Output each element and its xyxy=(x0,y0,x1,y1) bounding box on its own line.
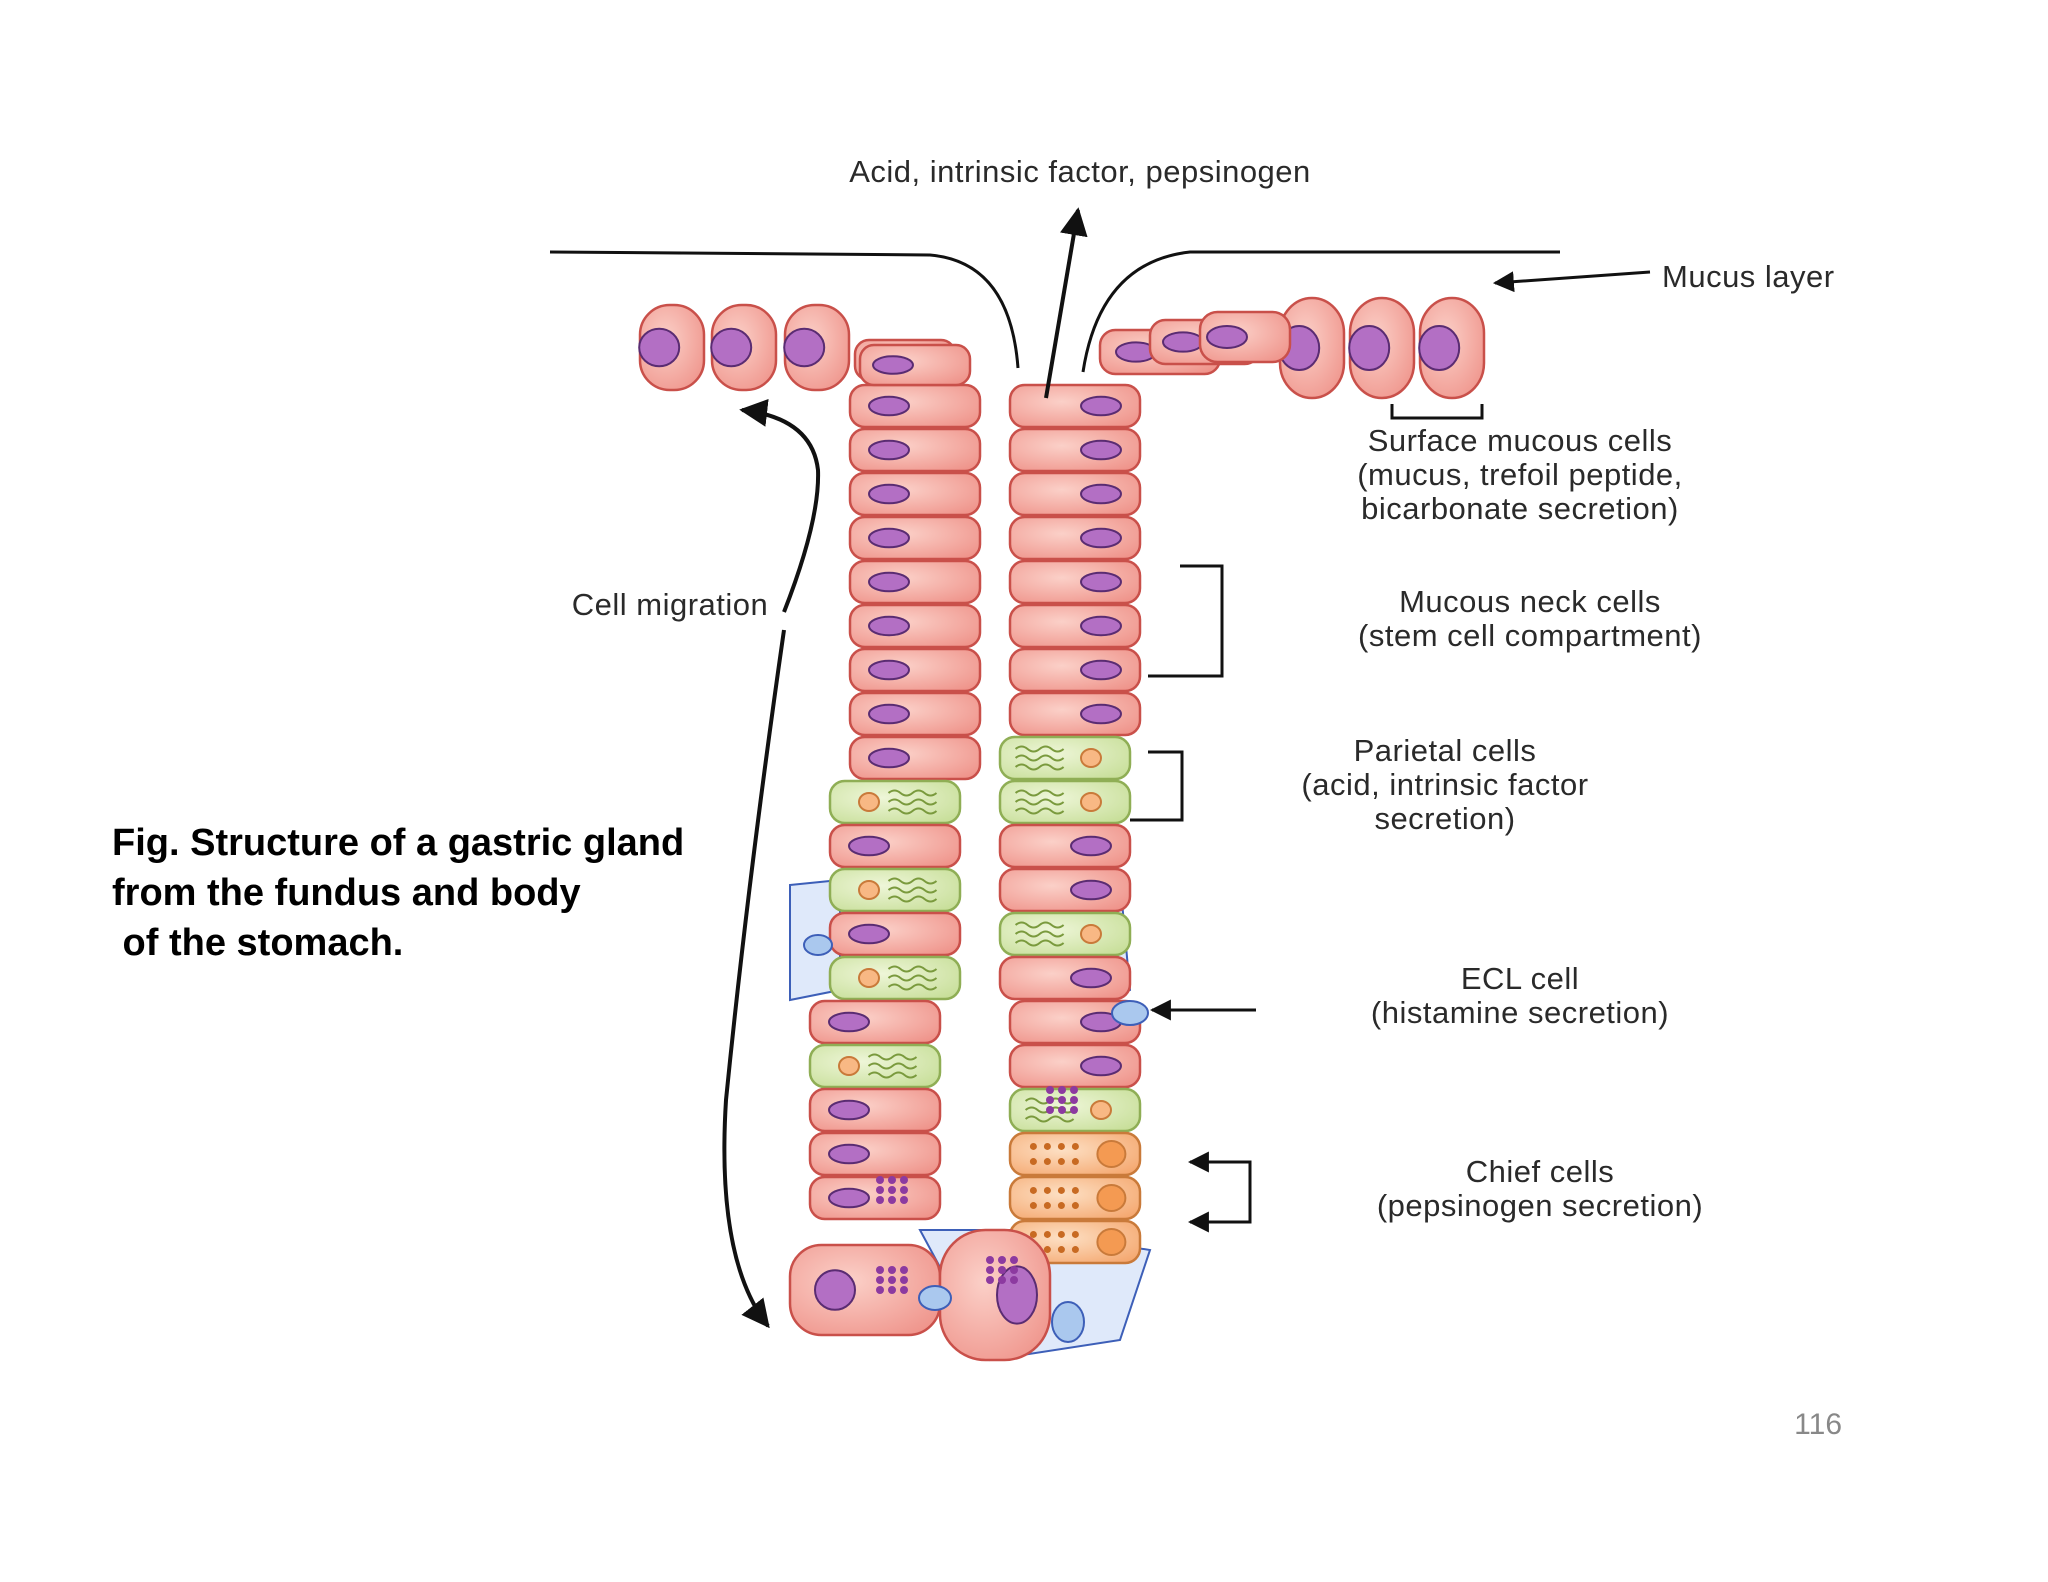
granule-cluster xyxy=(876,1176,908,1204)
secretion-label: Acid, intrinsic factor, pepsinogen xyxy=(849,154,1311,189)
left-cell xyxy=(808,999,942,1045)
left-cell xyxy=(828,867,962,913)
right-cell xyxy=(998,911,1132,957)
chief-bracket xyxy=(1210,1160,1252,1224)
right-cell xyxy=(998,867,1132,913)
chief-label: Chief cells (pepsinogen secretion) xyxy=(1270,1155,1810,1223)
mucus-layer-right xyxy=(1081,250,1560,373)
left-cell xyxy=(848,383,982,429)
right-cell xyxy=(1008,515,1142,561)
right-epithelium xyxy=(998,383,1142,1265)
parietal-line3: secretion) xyxy=(1374,801,1516,836)
left-cell xyxy=(848,603,982,649)
left-cell xyxy=(808,1175,942,1221)
left-cell xyxy=(848,735,982,781)
parietal-line1: Parietal cells xyxy=(1353,733,1537,768)
mucous-neck-label: Mucous neck cells (stem cell compartment… xyxy=(1240,585,1820,653)
left-cell xyxy=(828,955,962,1001)
surface-mucous-line1: Surface mucous cells xyxy=(1367,423,1673,458)
ecl-line1: ECL cell xyxy=(1460,961,1580,996)
right-cell xyxy=(1008,603,1142,649)
mucous-neck-line1: Mucous neck cells xyxy=(1399,584,1661,619)
left-cell xyxy=(848,647,982,693)
secretion-arrow xyxy=(1044,207,1088,399)
right-cell xyxy=(1008,383,1142,429)
right-cell xyxy=(998,779,1132,825)
surface-mucous-line2: (mucus, trefoil peptide, xyxy=(1357,457,1683,492)
fundus-cell xyxy=(788,1243,942,1337)
left-cell xyxy=(828,911,962,957)
surface-cell xyxy=(1198,310,1292,364)
mucus-layer-left xyxy=(549,250,1020,369)
right-cell xyxy=(998,735,1132,781)
right-cell xyxy=(1008,471,1142,517)
parietal-label: Parietal cells (acid, intrinsic factor s… xyxy=(1200,734,1690,836)
parietal-line2: (acid, intrinsic factor xyxy=(1301,767,1589,802)
granule-cluster xyxy=(986,1256,1018,1284)
chief-line1: Chief cells xyxy=(1465,1154,1615,1189)
surface-cell xyxy=(638,303,706,392)
right-cell xyxy=(998,823,1132,869)
right-cell xyxy=(1008,647,1142,693)
left-cell xyxy=(848,427,982,473)
caption-line3: of the stomach. xyxy=(112,922,404,964)
left-cell xyxy=(848,471,982,517)
fundus-cell xyxy=(938,1228,1052,1362)
left-cell xyxy=(828,823,962,869)
right-cell xyxy=(1008,1175,1142,1221)
mucus-layer-pointer xyxy=(1492,270,1651,293)
surface-cell xyxy=(783,303,851,392)
page-number: 116 xyxy=(1794,1408,1842,1441)
mucous-neck-line2: (stem cell compartment) xyxy=(1358,618,1702,653)
mucous-neck-bracket xyxy=(1148,564,1224,678)
cell-migration-arrow-down xyxy=(722,629,786,1329)
left-cell xyxy=(848,515,982,561)
ecl-cells xyxy=(803,934,1149,1343)
surface-cell xyxy=(1348,296,1416,400)
chief-line2: (pepsinogen secretion) xyxy=(1376,1188,1704,1223)
left-cell xyxy=(848,691,982,737)
cell-migration-arrow-up xyxy=(739,398,821,613)
left-cell xyxy=(848,559,982,605)
left-cell xyxy=(828,779,962,825)
right-cell xyxy=(1008,691,1142,737)
cell-migration-label: Cell migration xyxy=(571,587,769,622)
parietal-bracket xyxy=(1130,750,1184,822)
ecl-line2: (histamine secretion) xyxy=(1370,995,1670,1030)
caption-line2: from the fundus and body xyxy=(112,872,581,914)
left-epithelium xyxy=(808,383,982,1221)
granule-cluster xyxy=(1046,1086,1078,1114)
surface-cell xyxy=(710,303,778,392)
surface-cell xyxy=(1418,296,1486,400)
surface-mucous-label: Surface mucous cells (mucus, trefoil pep… xyxy=(1240,424,1800,526)
surface-mucous-line3: bicarbonate secretion) xyxy=(1361,491,1679,526)
left-cell xyxy=(808,1087,942,1133)
mucus-layer-label: Mucus layer xyxy=(1662,259,1835,294)
left-cell xyxy=(808,1043,942,1089)
right-cell xyxy=(1008,1131,1142,1177)
right-cell xyxy=(1008,1043,1142,1089)
caption-line1: Fig. Structure of a gastric gland xyxy=(112,822,685,864)
ecl-label: ECL cell (histamine secretion) xyxy=(1260,962,1780,1030)
surface-cell xyxy=(858,343,972,387)
right-cell xyxy=(1008,559,1142,605)
surface-mucous-bracket xyxy=(1390,404,1484,420)
granule-cluster xyxy=(876,1266,908,1294)
surface-epithelium xyxy=(638,296,1486,400)
figure-caption: Fig. Structure of a gastric gland from t… xyxy=(112,818,752,968)
left-cell xyxy=(808,1131,942,1177)
right-cell xyxy=(1008,427,1142,473)
right-cell xyxy=(998,955,1132,1001)
